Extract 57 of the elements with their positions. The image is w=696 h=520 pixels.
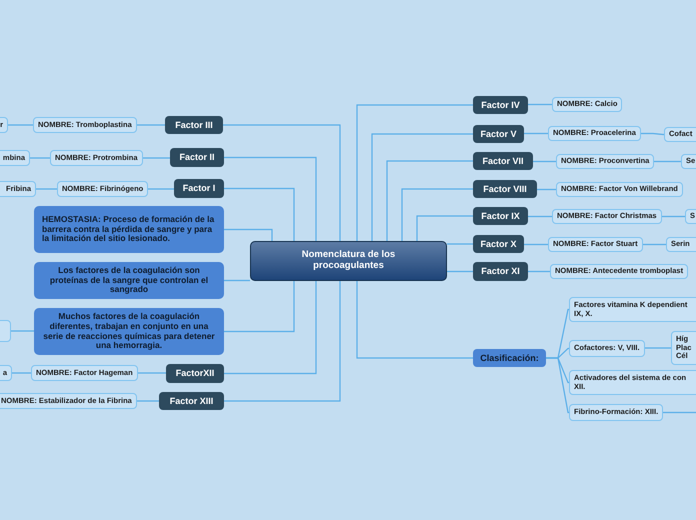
factor-topic: Factor XIII bbox=[159, 392, 224, 410]
connector-line bbox=[12, 372, 31, 374]
connector-line bbox=[138, 372, 166, 374]
connector-line bbox=[447, 270, 473, 272]
connector-line bbox=[143, 157, 170, 159]
connector-line bbox=[137, 124, 165, 126]
connector-line bbox=[386, 160, 473, 241]
factor-topic: Factor IV bbox=[473, 96, 528, 114]
classification-topic: Clasificación: bbox=[473, 349, 546, 367]
connector-line bbox=[224, 281, 295, 332]
connector-line bbox=[36, 188, 57, 190]
connector-line bbox=[223, 124, 341, 241]
connector-line bbox=[537, 188, 556, 190]
connector-line bbox=[148, 188, 174, 190]
connector-line bbox=[401, 188, 473, 241]
factor-topic: Factor VII bbox=[473, 152, 533, 170]
connector-line bbox=[546, 357, 570, 414]
connector-line bbox=[643, 244, 666, 246]
connector-line bbox=[524, 132, 548, 134]
note-card: Muchos factores de la coagulación diferentes, trabajan en conjunto en una serie de reacciones químicas para detener una hemorragia. bbox=[34, 308, 224, 355]
factor-topic: Factor I bbox=[174, 179, 224, 198]
connector-line bbox=[356, 281, 473, 359]
factor-topic: Factor X bbox=[473, 235, 524, 253]
note-card: Los factores de la coagulación son proteínas de la sangre que controlan el sangrado bbox=[34, 262, 224, 299]
connector-line bbox=[30, 157, 50, 159]
factor-topic: Factor VIII bbox=[473, 180, 537, 198]
connector-line bbox=[356, 104, 473, 241]
connector-line bbox=[533, 160, 556, 162]
connector-line bbox=[224, 281, 341, 402]
connector-line bbox=[137, 400, 159, 402]
connector-line bbox=[524, 244, 548, 246]
note-card: HEMOSTASIA: Proceso de formación de la barrera contra la pérdida de sangre y para la limitación del sitio lesionado. bbox=[34, 206, 224, 253]
connector-line bbox=[528, 270, 550, 272]
connector-line bbox=[528, 216, 552, 218]
connector-line bbox=[224, 280, 250, 282]
factor-topic: FactorXII bbox=[166, 364, 224, 383]
central-topic: Nomenclatura de los procoagulantes bbox=[250, 241, 447, 281]
factor-topic: Factor V bbox=[473, 125, 524, 143]
connector-line bbox=[447, 243, 473, 245]
connector-line bbox=[224, 188, 295, 241]
factor-topic: Factor II bbox=[170, 148, 224, 167]
factor-topic: Factor XI bbox=[473, 262, 528, 281]
connector-line bbox=[416, 215, 473, 241]
factor-topic: Factor III bbox=[165, 116, 223, 134]
connector-line bbox=[662, 216, 685, 218]
connector-line bbox=[663, 412, 696, 414]
connector-line bbox=[645, 347, 671, 349]
connector-line bbox=[224, 156, 317, 241]
connector-line bbox=[371, 133, 473, 241]
connector-line bbox=[11, 330, 34, 332]
connector-line bbox=[8, 124, 33, 126]
connector-line bbox=[224, 281, 317, 374]
factor-topic: Factor IX bbox=[473, 207, 528, 225]
connector-line bbox=[654, 160, 681, 162]
connector-line bbox=[224, 228, 273, 241]
connector-line bbox=[528, 104, 552, 106]
connector-line bbox=[641, 132, 664, 136]
